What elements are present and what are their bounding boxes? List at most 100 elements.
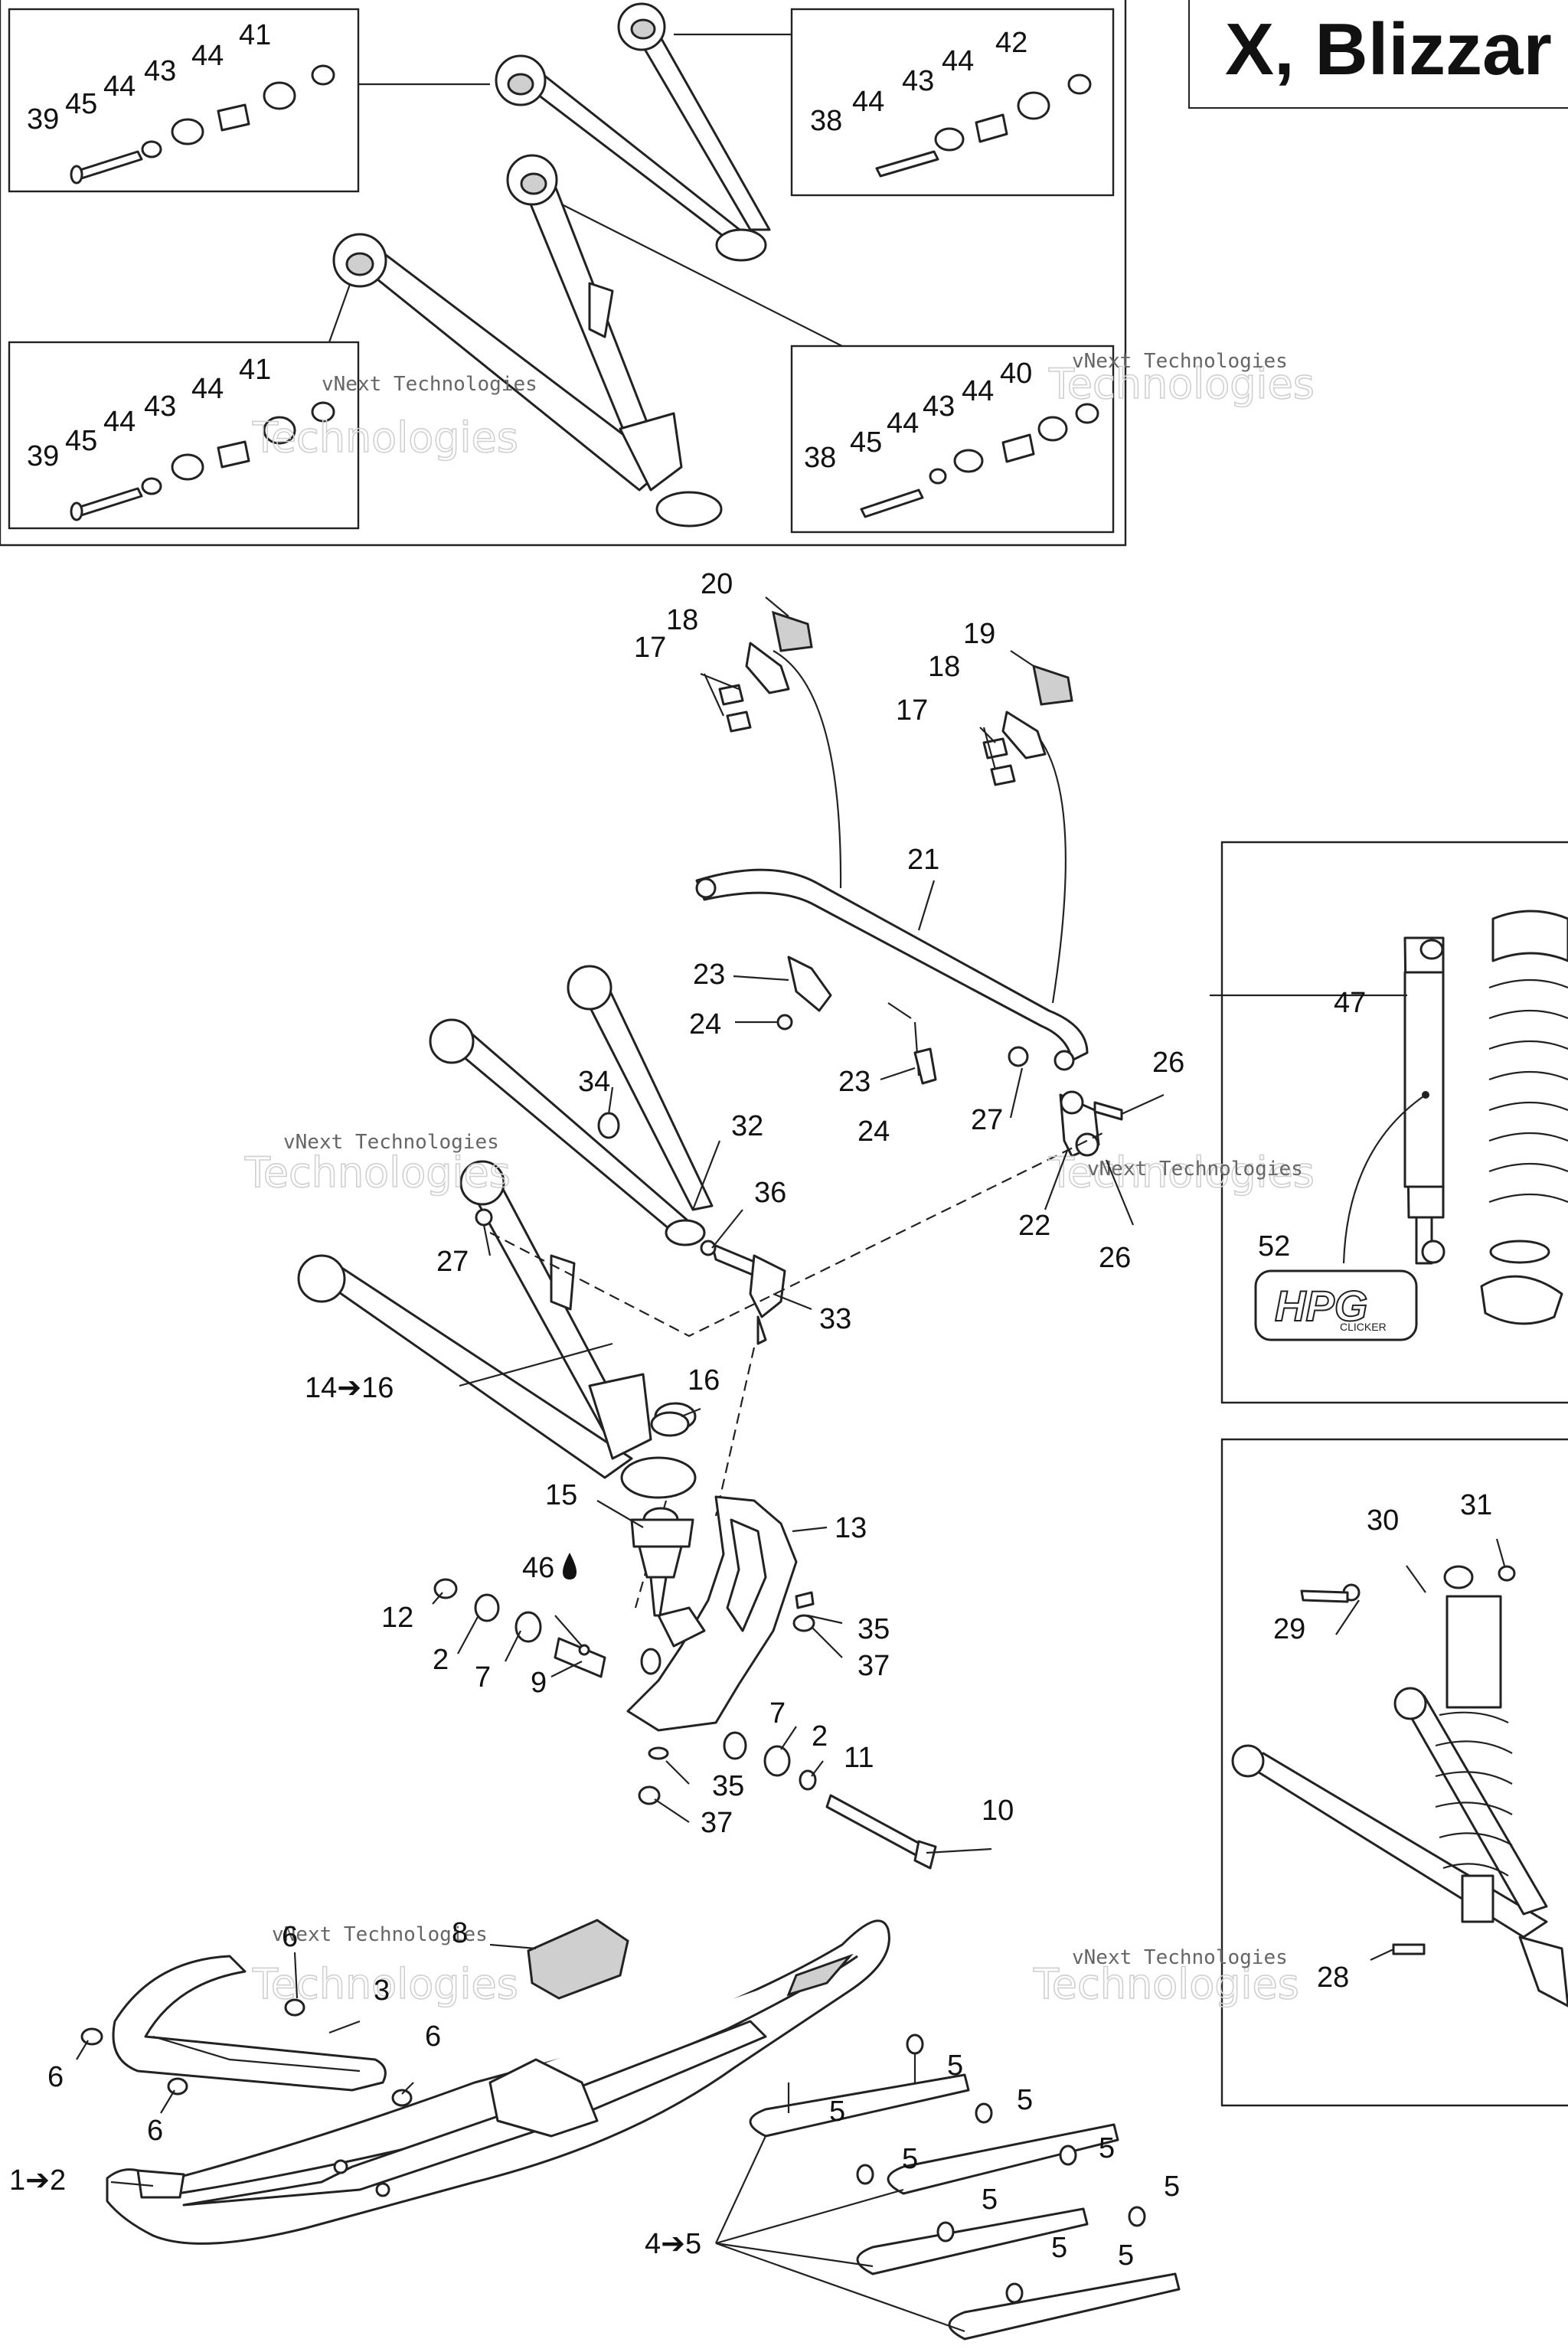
callout-24: 24 — [858, 1116, 890, 1148]
callout-44: 44 — [103, 70, 136, 103]
callout-5: 5 — [1164, 2171, 1180, 2203]
svg-text:vNext Technologies: vNext Technologies — [322, 373, 537, 396]
callout-10: 10 — [982, 1795, 1014, 1827]
callout-44: 44 — [887, 407, 919, 439]
callout-6: 6 — [147, 2115, 163, 2147]
callout-7: 7 — [769, 1697, 786, 1730]
svg-text:Technologies: Technologies — [252, 413, 518, 462]
callout-32: 32 — [731, 1110, 763, 1142]
callout-28: 28 — [1317, 1962, 1349, 1994]
svg-text:vNext Technologies: vNext Technologies — [1087, 1158, 1303, 1181]
callout-33: 33 — [819, 1303, 851, 1335]
svg-text:Technologies: Technologies — [1048, 360, 1315, 408]
callout-5: 5 — [829, 2096, 845, 2128]
callout-37: 37 — [858, 1650, 890, 1682]
inset-box-top-right — [790, 8, 1115, 197]
upper-a-arm-main — [429, 965, 714, 1246]
callout-2: 2 — [812, 1720, 828, 1753]
callout-29: 29 — [1273, 1613, 1305, 1645]
callout-19: 19 — [963, 618, 995, 650]
lower-right-inset — [1220, 1438, 1568, 2107]
callout-43: 43 — [144, 390, 176, 423]
callout-38: 38 — [804, 442, 836, 474]
callout-18: 18 — [666, 604, 698, 636]
callout-38: 38 — [810, 105, 842, 137]
callout-12: 12 — [381, 1602, 413, 1634]
callout-41: 41 — [239, 354, 271, 386]
callout-42: 42 — [995, 27, 1027, 59]
callout-26: 26 — [1099, 1242, 1131, 1274]
callout-45: 45 — [65, 425, 97, 457]
callout-44: 44 — [942, 45, 974, 77]
callout-6: 6 — [425, 2020, 441, 2053]
callout-44: 44 — [191, 40, 224, 72]
hardware-bottom-left — [70, 401, 335, 521]
callout-26: 26 — [1152, 1047, 1184, 1079]
upper-a-arm-detail — [495, 2, 771, 262]
callout-35: 35 — [712, 1770, 744, 1802]
callout-9: 9 — [531, 1667, 547, 1699]
callout-1-2: 1➔2 — [9, 2164, 66, 2197]
svg-text:Technologies: Technologies — [1033, 1960, 1299, 2008]
page-title: X, Blizzar — [1225, 8, 1552, 90]
shock-badge-logo: HPG — [1275, 1282, 1367, 1330]
inset-box-top-left — [8, 8, 360, 193]
shock-badge-subtitle: CLICKER — [1340, 1321, 1387, 1333]
hardware-top-left — [70, 64, 335, 185]
callout-18: 18 — [928, 651, 960, 683]
callout-46: 46 — [522, 1552, 554, 1584]
callout-11: 11 — [844, 1742, 874, 1774]
callout-40: 40 — [1000, 358, 1032, 390]
callout-43: 43 — [923, 390, 955, 423]
callout-39: 39 — [27, 103, 59, 136]
callout-47: 47 — [1334, 987, 1366, 1019]
ski-assembly — [106, 1919, 890, 2245]
callout-8: 8 — [452, 1917, 468, 1949]
callout-31: 31 — [1460, 1489, 1492, 1521]
callout-5: 5 — [1118, 2239, 1134, 2272]
callout-2: 2 — [433, 1644, 449, 1676]
callout-7: 7 — [475, 1661, 491, 1694]
callout-6: 6 — [282, 1921, 298, 1953]
callout-36: 36 — [754, 1177, 786, 1209]
spindle-13 — [626, 1495, 798, 1732]
oil-drop-icon — [563, 1553, 577, 1579]
callout-labels: 41 44 43 44 45 39 42 44 43 44 38 41 44 4… — [9, 19, 1492, 2272]
carbide-runners — [749, 2034, 1181, 2341]
callout-20: 20 — [701, 568, 733, 600]
svg-text:vNext Technologies: vNext Technologies — [283, 1131, 499, 1154]
callout-5: 5 — [1099, 2132, 1115, 2164]
sway-bar-assembly — [695, 610, 1123, 1158]
svg-text:Technologies: Technologies — [1048, 1148, 1315, 1197]
spindle-hardware — [433, 1578, 937, 1870]
ski-handle-3 — [112, 1955, 387, 2092]
callout-5: 5 — [982, 2184, 998, 2216]
callout-44: 44 — [103, 406, 136, 438]
callout-30: 30 — [1367, 1504, 1399, 1537]
callout-52: 52 — [1258, 1230, 1290, 1263]
lower-a-arm-detail — [332, 154, 723, 528]
title-box: X, Blizzar — [1188, 0, 1568, 109]
callout-5: 5 — [1017, 2084, 1033, 2116]
callout-13: 13 — [835, 1512, 867, 1544]
callout-14-16: 14➔16 — [305, 1372, 394, 1404]
shock-badge — [1254, 1269, 1418, 1341]
svg-text:vNext Technologies: vNext Technologies — [272, 1923, 488, 1946]
callout-43: 43 — [144, 55, 176, 87]
callout-21: 21 — [907, 844, 939, 876]
callout-45: 45 — [850, 426, 882, 459]
callout-35: 35 — [858, 1613, 890, 1645]
callout-44: 44 — [852, 86, 884, 118]
callout-39: 39 — [27, 440, 59, 472]
callout-45: 45 — [65, 88, 97, 120]
callout-6: 6 — [47, 2061, 64, 2093]
inset-box-bottom-left — [8, 341, 360, 530]
svg-text:Technologies: Technologies — [244, 1148, 511, 1197]
callout-24: 24 — [689, 1008, 721, 1040]
callout-5: 5 — [902, 2143, 918, 2175]
callout-44: 44 — [191, 373, 224, 405]
callout-4-5: 4➔5 — [645, 2228, 701, 2260]
callout-44: 44 — [962, 375, 994, 407]
callout-15: 15 — [545, 1479, 577, 1511]
